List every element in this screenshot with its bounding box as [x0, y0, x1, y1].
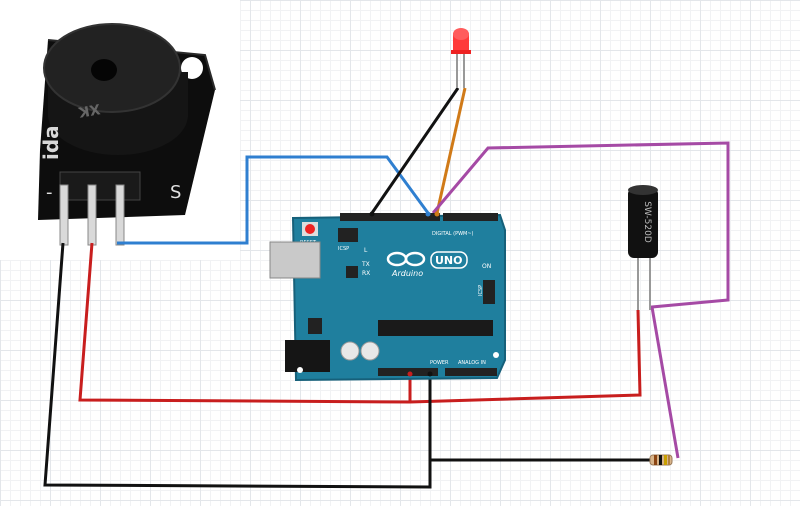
- digital-header-2: [443, 213, 498, 221]
- usb-port: [269, 241, 321, 279]
- capacitor-2: [360, 341, 380, 361]
- rx-label: RX: [362, 270, 370, 277]
- wire-black-gnd: [43, 242, 432, 489]
- buzzer-hole: [91, 59, 117, 81]
- module-brand-text: ida: [39, 125, 63, 160]
- wire-blue-signal: [117, 155, 430, 245]
- analog-label: ANALOG IN: [458, 360, 486, 366]
- wire-black-led: [370, 87, 460, 214]
- model-label: UNO: [435, 254, 463, 267]
- tilt-sensor: SW-520D: [628, 185, 658, 310]
- l-label: L: [364, 247, 368, 254]
- red-led: [451, 28, 471, 88]
- arduino-logo-right: [404, 251, 426, 267]
- buzzer-marking: XK: [76, 100, 101, 120]
- pin-minus-label: -: [46, 182, 53, 203]
- icsp2-label: ICSP: [478, 285, 484, 296]
- sensor-marking: SW-520D: [642, 201, 652, 243]
- arduino-logo-text: Arduino: [391, 269, 423, 278]
- pin-vcc: [87, 184, 97, 246]
- resistor: [649, 454, 673, 466]
- on-label: ON: [482, 263, 491, 270]
- digital-header-1: [340, 213, 440, 221]
- wires: [43, 87, 730, 489]
- analog-header: [445, 368, 497, 376]
- buzzer-module: XK ida - S: [38, 23, 216, 246]
- power-jack: [285, 340, 330, 372]
- pin-signal: [115, 184, 125, 246]
- wire-purple-sensor: [431, 141, 730, 459]
- reset-button: [305, 224, 315, 234]
- regulator: [308, 318, 322, 334]
- pin-signal-label: S: [170, 182, 181, 203]
- tx-label: TX: [361, 261, 370, 268]
- power-header: [378, 368, 438, 376]
- icsp-label: ICSP: [338, 246, 349, 252]
- capacitor-1: [340, 341, 360, 361]
- wire-orange-led: [435, 87, 467, 214]
- pin-header: [59, 171, 141, 201]
- pin-gnd: [59, 184, 69, 246]
- atmega-chip: [378, 320, 493, 336]
- icsp-header: [338, 228, 358, 242]
- sensor-body: [628, 188, 658, 258]
- arduino-uno-board: RESET ICSP ICSP L TX RX ON: [269, 213, 506, 382]
- header-contacts: [369, 211, 440, 377]
- digital-label: DIGITAL (PWM~): [432, 231, 474, 237]
- power-label: POWER: [430, 360, 449, 366]
